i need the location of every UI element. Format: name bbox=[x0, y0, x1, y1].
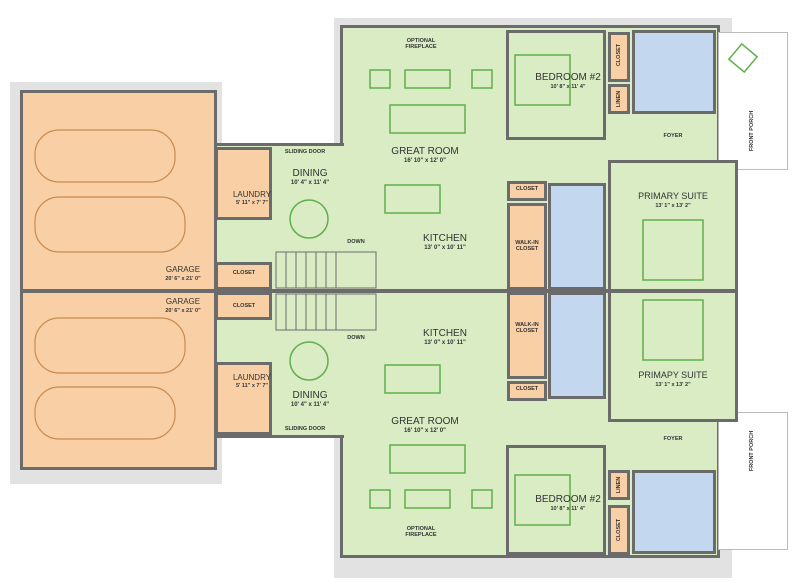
bottom-laundry-dims: 5' 11" x 7' 7" bbox=[236, 383, 268, 389]
top-bedroom2-dims: 10' 8" x 11' 4" bbox=[550, 84, 586, 90]
chair-icon bbox=[471, 69, 493, 89]
bottom-laundry-label: LAUNDRY bbox=[232, 373, 272, 382]
kitchen-island-icon bbox=[384, 184, 441, 214]
sofa-icon bbox=[389, 444, 466, 474]
top-closet-bedroom bbox=[608, 32, 630, 82]
bottom-garage bbox=[20, 290, 217, 470]
bottom-sliding-door-label: SLIDING DOOR bbox=[284, 426, 326, 432]
bottom-dining-dims: 10' 4" x 11' 4" bbox=[290, 402, 330, 408]
dining-table-icon bbox=[289, 199, 329, 239]
bottom-dining-label: DINING bbox=[292, 390, 328, 401]
top-bedroom2 bbox=[506, 30, 606, 140]
bottom-closet-kitchen-label: CLOSET bbox=[515, 386, 539, 392]
chair-icon bbox=[369, 489, 391, 509]
top-foyer-label: FOYER bbox=[663, 133, 683, 139]
top-primary-dims: 13' 1" x 13' 2" bbox=[655, 203, 691, 209]
top-great-room-label: GREAT ROOM bbox=[391, 146, 459, 157]
bottom-closet-garage bbox=[215, 292, 272, 320]
bottom-primary-label: PRIMAPY SUITE bbox=[638, 370, 708, 380]
top-closet-kitchen-label: CLOSET bbox=[515, 186, 539, 192]
bottom-laundry bbox=[215, 362, 272, 435]
top-kitchen-label: KITCHEN bbox=[423, 233, 467, 244]
top-closet-bedroom-label: CLOSET bbox=[616, 43, 622, 67]
car-icon bbox=[34, 196, 186, 253]
bed-icon bbox=[514, 54, 571, 106]
top-fireplace-label: OPTIONAL FIREPLACE bbox=[405, 38, 437, 50]
top-front-porch bbox=[718, 32, 788, 170]
top-garage-dims: 20' 6" x 21' 0" bbox=[165, 276, 201, 282]
bed-icon bbox=[642, 299, 704, 361]
top-laundry-dims: 5' 11" x 7' 7" bbox=[236, 200, 268, 206]
top-walkin-label: WALK-IN CLOSET bbox=[515, 240, 539, 252]
bottom-closet-garage-label: CLOSET bbox=[232, 303, 256, 309]
bottom-closet-kitchen bbox=[507, 381, 547, 401]
bottom-primary-bath bbox=[548, 292, 606, 399]
bottom-walkin-label: WALK-IN CLOSET bbox=[515, 322, 539, 334]
top-down-label: DOWN bbox=[347, 239, 365, 245]
chair-icon bbox=[471, 489, 493, 509]
bottom-bath bbox=[632, 470, 716, 554]
top-bath bbox=[632, 30, 716, 114]
top-primary-suite bbox=[608, 160, 738, 292]
stairs-icon bbox=[275, 251, 377, 331]
bed-icon bbox=[642, 219, 704, 281]
bottom-bedroom2-label: BEDROOM #2 bbox=[535, 494, 601, 505]
bottom-bedroom2-dims: 10' 8" x 11' 4" bbox=[550, 506, 586, 512]
bottom-foyer-label: FOYER bbox=[663, 436, 683, 442]
bottom-walkin-closet bbox=[507, 292, 547, 379]
kitchen-island-icon bbox=[384, 364, 441, 394]
car-icons bbox=[34, 129, 186, 440]
top-laundry bbox=[215, 147, 272, 220]
bottom-linen bbox=[608, 470, 630, 500]
top-dining-dims: 10' 4" x 11' 4" bbox=[290, 180, 330, 186]
bottom-great-room-dims: 16' 10" x 12' 0" bbox=[404, 428, 446, 434]
bottom-great-room-label: GREAT ROOM bbox=[391, 416, 459, 427]
top-closet-kitchen bbox=[507, 181, 547, 201]
top-linen-label: LINEN bbox=[616, 90, 622, 108]
chair-icon bbox=[369, 69, 391, 89]
bottom-kitchen-label: KITCHEN bbox=[423, 328, 467, 339]
bottom-primary-suite bbox=[608, 290, 738, 422]
top-primary-bath bbox=[548, 183, 606, 290]
top-garage-label: GARAGE bbox=[165, 265, 201, 274]
top-bedroom2-label: BEDROOM #2 bbox=[535, 72, 601, 83]
car-icon bbox=[34, 386, 176, 440]
bottom-porch-label: FRONT PORCH bbox=[749, 430, 755, 472]
porch-chair-icon bbox=[727, 42, 759, 74]
top-great-room-dims: 16' 10" x 12' 0" bbox=[404, 158, 446, 164]
top-linen bbox=[608, 84, 630, 114]
bottom-garage-dims: 20' 6" x 21' 0" bbox=[165, 308, 201, 314]
top-dining-label: DINING bbox=[292, 168, 328, 179]
bottom-linen-label: LINEN bbox=[616, 476, 622, 494]
top-laundry-label: LAUNDRY bbox=[232, 190, 272, 199]
bottom-fireplace-label: OPTIONAL FIREPLACE bbox=[405, 526, 437, 538]
bottom-primary-dims: 13' 1" x 13' 2" bbox=[655, 382, 691, 388]
top-sliding-door-label: SLIDING DOOR bbox=[284, 149, 326, 155]
top-closet-garage-label: CLOSET bbox=[232, 270, 256, 276]
car-icon bbox=[34, 129, 176, 183]
bottom-garage-label: GARAGE bbox=[165, 297, 201, 306]
top-kitchen-dims: 13' 0" x 10' 11" bbox=[424, 245, 466, 251]
bed-icon bbox=[514, 474, 571, 526]
dining-table-icon bbox=[289, 341, 329, 381]
sofa-icon bbox=[389, 104, 466, 134]
car-icon bbox=[34, 317, 186, 374]
bottom-closet-bedroom bbox=[608, 505, 630, 555]
bottom-front-porch bbox=[718, 412, 788, 550]
bottom-down-label: DOWN bbox=[347, 335, 365, 341]
coffee-table-icon bbox=[404, 489, 451, 509]
coffee-table-icon bbox=[404, 69, 451, 89]
top-closet-garage bbox=[215, 262, 272, 290]
bottom-closet-bedroom-label: CLOSET bbox=[616, 518, 622, 542]
bottom-kitchen-dims: 13' 0" x 10' 11" bbox=[424, 340, 466, 346]
bottom-bedroom2 bbox=[506, 445, 606, 555]
top-primary-label: PRIMARY SUITE bbox=[638, 191, 708, 201]
top-porch-label: FRONT PORCH bbox=[749, 110, 755, 152]
top-walkin-closet bbox=[507, 203, 547, 290]
